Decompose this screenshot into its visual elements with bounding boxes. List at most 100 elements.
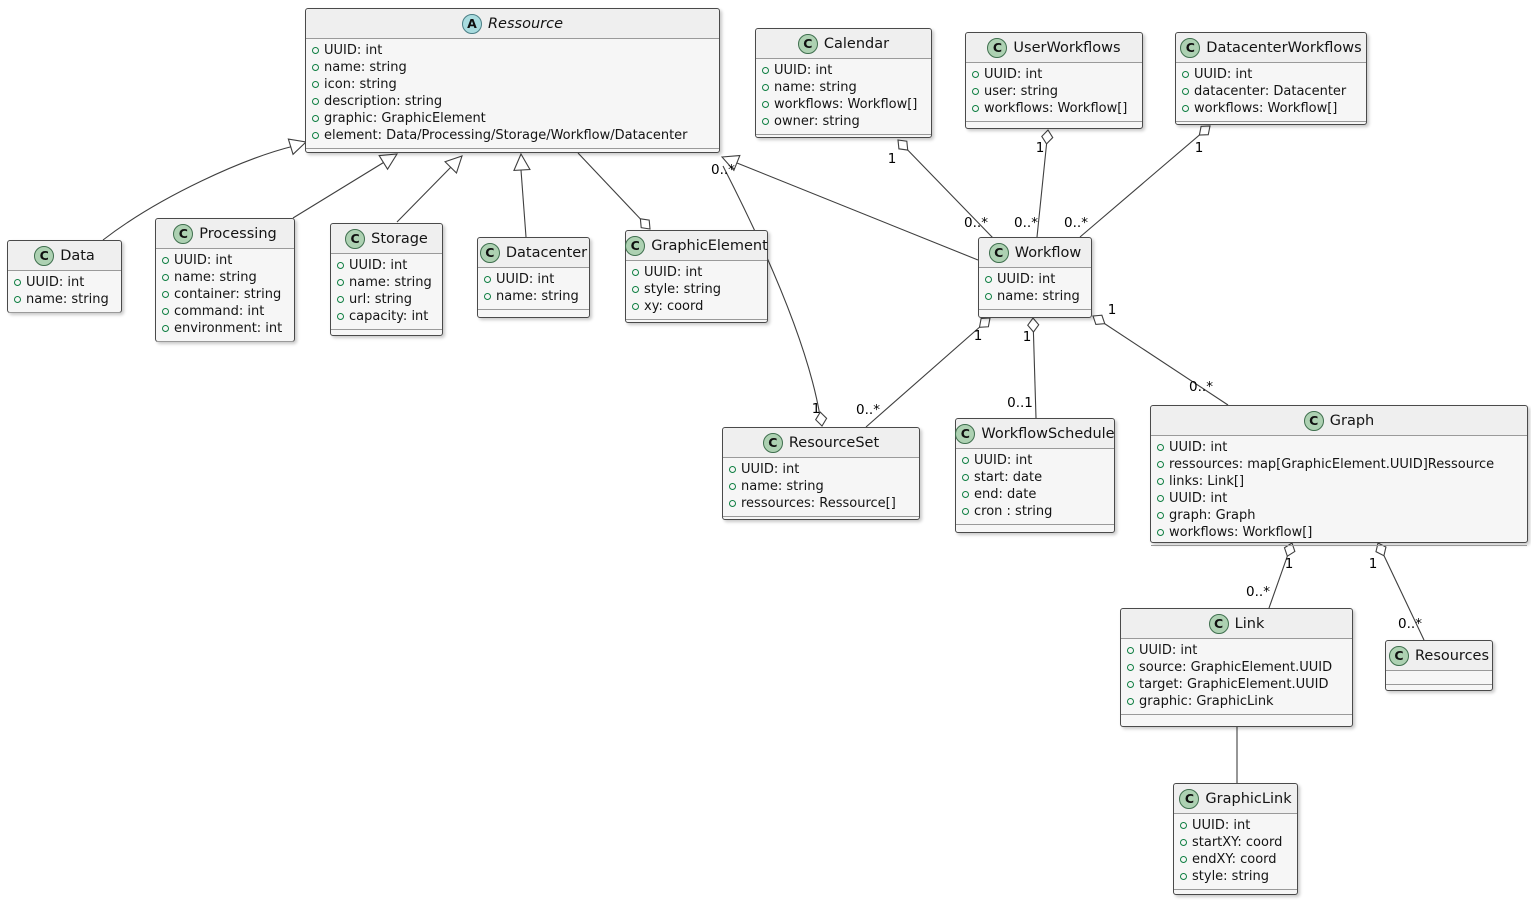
class-stereotype-icon: C [479, 242, 500, 263]
field-visibility-icon [1180, 873, 1187, 880]
class-name: Storage [371, 230, 428, 247]
class-name: DatacenterWorkflows [1206, 39, 1362, 56]
field-visibility-icon [1157, 444, 1164, 451]
class-name: GraphicLink [1205, 790, 1292, 807]
attribute-row: name: string [729, 478, 911, 495]
field-visibility-icon [985, 293, 992, 300]
field-visibility-icon [762, 118, 769, 125]
methods-compartment [626, 319, 767, 328]
class-name: GraphicElement [651, 237, 768, 254]
attribute-text: graphic: GraphicLink [1139, 694, 1274, 709]
field-visibility-icon [337, 296, 344, 303]
class-stereotype-icon: C [1388, 645, 1409, 666]
attribute-row: UUID: int [972, 66, 1134, 83]
attribute-text: UUID: int [1169, 491, 1228, 506]
attribute-text: UUID: int [174, 253, 233, 268]
attribute-text: source: GraphicElement.UUID [1139, 660, 1333, 675]
attribute-row: workflows: Workflow[] [1157, 524, 1519, 541]
class-stereotype-icon: C [34, 245, 55, 266]
attribute-row: name: string [162, 269, 286, 286]
field-visibility-icon [1127, 681, 1134, 688]
field-visibility-icon [1127, 647, 1134, 654]
attribute-text: style: string [1192, 869, 1270, 884]
attribute-row: name: string [312, 59, 711, 76]
attribute-row: UUID: int [962, 452, 1106, 469]
attribute-row: UUID: int [632, 264, 759, 281]
attribute-row: command: int [162, 303, 286, 320]
class-name: UserWorkflows [1013, 39, 1121, 56]
attribute-row: UUID: int [1182, 66, 1358, 83]
methods-compartment [979, 309, 1091, 318]
field-visibility-icon [1157, 461, 1164, 468]
attribute-row: environment: int [162, 320, 286, 337]
attribute-text: UUID: int [774, 63, 833, 78]
attribute-row: style: string [1180, 868, 1289, 885]
methods-compartment [8, 312, 121, 321]
field-visibility-icon [1157, 495, 1164, 502]
attribute-row: end: date [962, 486, 1106, 503]
attribute-text: name: string [997, 289, 1080, 304]
attribute-row: workflows: Workflow[] [972, 100, 1134, 117]
class-name: Calendar [823, 35, 890, 52]
field-visibility-icon [14, 296, 21, 303]
methods-compartment [1176, 121, 1366, 130]
attribute-text: UUID: int [1194, 67, 1253, 82]
attribute-row: cron : string [962, 503, 1106, 520]
field-visibility-icon [962, 474, 969, 481]
attribute-text: UUID: int [26, 275, 85, 290]
methods-compartment [956, 524, 1114, 533]
attribute-row: graph: Graph [1157, 507, 1519, 524]
methods-compartment [723, 516, 919, 525]
attribute-row: UUID: int [729, 461, 911, 478]
attribute-text: graph: Graph [1169, 508, 1256, 523]
field-visibility-icon [1157, 529, 1164, 536]
class-name: WorkflowSchedule [981, 425, 1115, 442]
field-visibility-icon [1127, 698, 1134, 705]
field-visibility-icon [162, 257, 169, 264]
field-visibility-icon [1157, 512, 1164, 519]
field-visibility-icon [312, 81, 319, 88]
attribute-text: end: date [974, 487, 1037, 502]
attribute-row: UUID: int [14, 274, 113, 291]
class-stereotype-icon: C [345, 228, 366, 249]
field-visibility-icon [1157, 478, 1164, 485]
attribute-text: url: string [349, 292, 413, 307]
class-stereotype-icon: C [762, 432, 783, 453]
attribute-text: workflows: Workflow[] [1194, 101, 1338, 116]
attribute-row: UUID: int [312, 42, 711, 59]
field-visibility-icon [312, 64, 319, 71]
attribute-text: environment: int [174, 321, 283, 336]
class-name: Processing [199, 225, 277, 242]
methods-compartment [1386, 684, 1492, 693]
field-visibility-icon [632, 303, 639, 310]
attribute-text: workflows: Workflow[] [1169, 525, 1313, 540]
attribute-text: xy: coord [644, 299, 704, 314]
field-visibility-icon [1182, 71, 1189, 78]
attribute-row: workflows: Workflow[] [762, 96, 923, 113]
field-visibility-icon [962, 508, 969, 515]
attribute-text: name: string [496, 289, 579, 304]
attribute-text: user: string [984, 84, 1058, 99]
attribute-row: name: string [484, 288, 581, 305]
methods-compartment [1174, 889, 1297, 898]
field-visibility-icon [729, 483, 736, 490]
methods-compartment [331, 329, 442, 338]
field-visibility-icon [1180, 839, 1187, 846]
attribute-text: links: Link[] [1169, 474, 1245, 489]
attribute-text: ressources: map[GraphicElement.UUID]Ress… [1169, 457, 1495, 472]
